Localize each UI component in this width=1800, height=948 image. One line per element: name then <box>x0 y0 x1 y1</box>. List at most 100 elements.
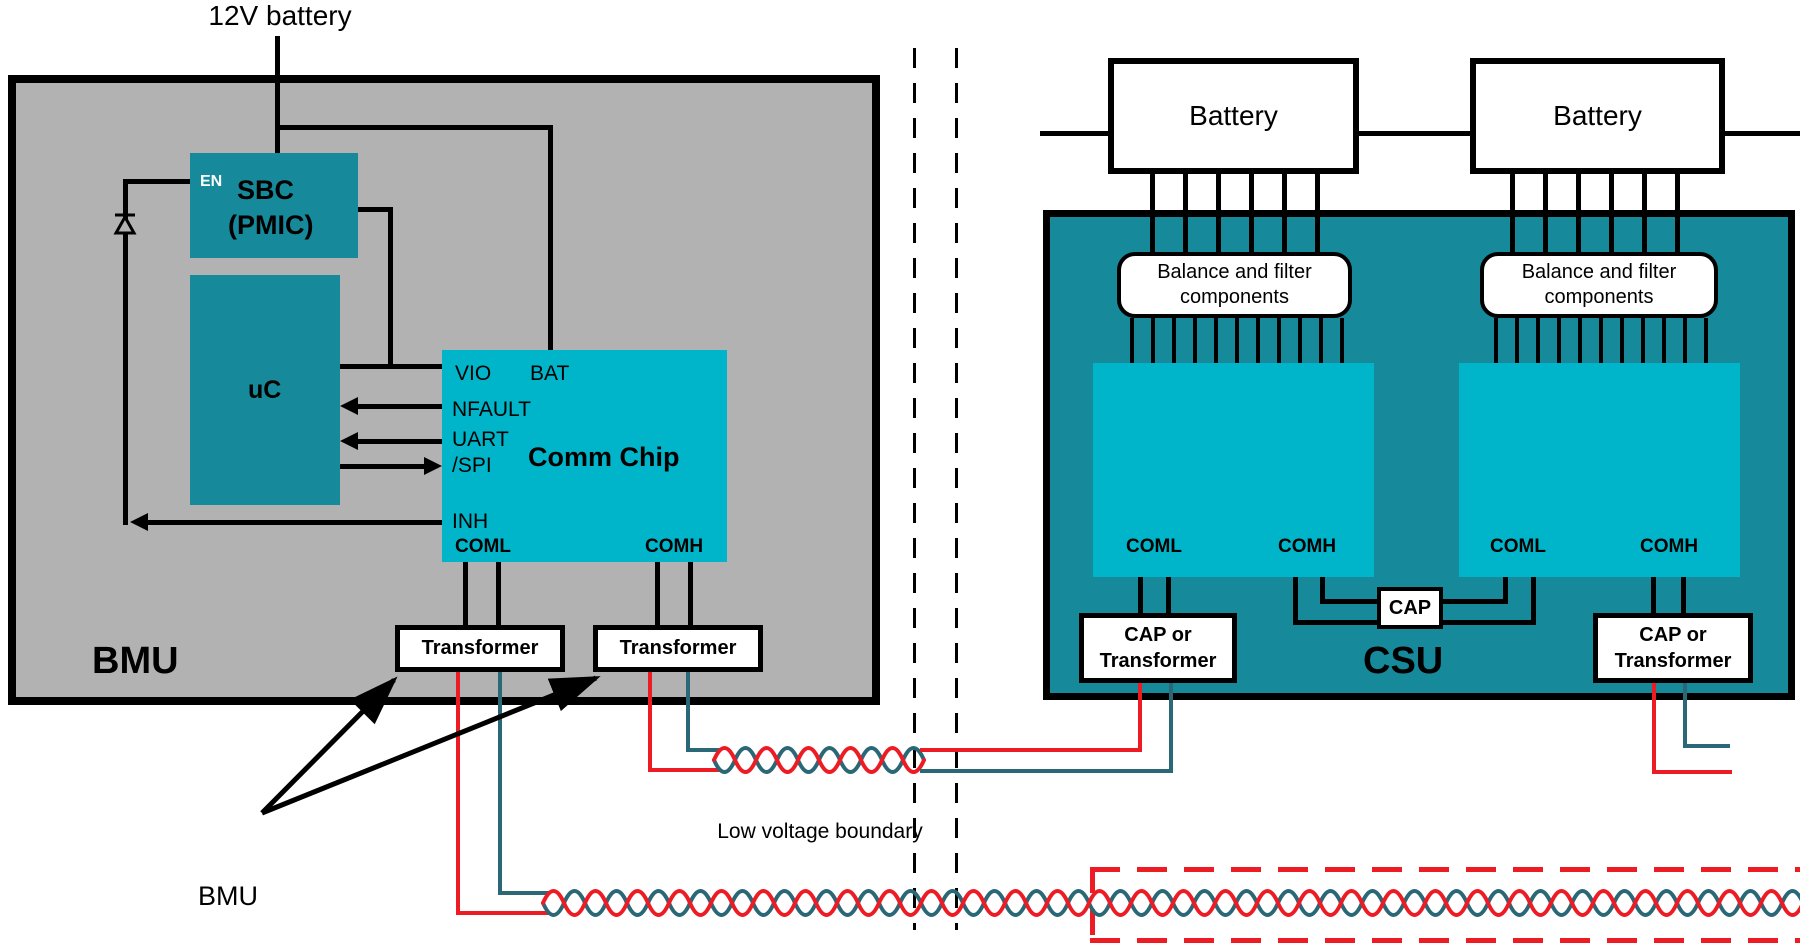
balance1-block: Balance and filter components <box>1117 252 1352 318</box>
chip1-comh-stub2 <box>1320 577 1325 604</box>
pin <box>1620 318 1624 365</box>
t2-teal-v <box>686 672 690 752</box>
cap-or-transformer1-block: CAP or Transformer <box>1079 613 1237 683</box>
balance1-line1: Balance and filter <box>1157 261 1312 283</box>
sbc-pmic-label: (PMIC) <box>228 210 314 240</box>
pin <box>1282 174 1287 254</box>
wire-bat-branch-h <box>275 125 553 130</box>
pin-bat: BAT <box>530 362 570 385</box>
diode-icon <box>113 213 137 235</box>
chip1-comh-label: COMH <box>1278 536 1337 557</box>
battery2-label: Battery <box>1553 100 1642 131</box>
pin-vio: VIO <box>455 362 492 385</box>
pin <box>1557 318 1561 365</box>
wire-bat-drop <box>548 125 553 351</box>
twisted-pair-lower <box>541 889 1800 917</box>
twisted-pair-upper <box>712 746 926 774</box>
uc-block <box>190 275 340 505</box>
comh-stub-2 <box>688 562 693 625</box>
spi-arrowhead <box>424 457 442 475</box>
wire-nfault <box>352 404 442 409</box>
pin-coml: COML <box>455 536 511 557</box>
csu1-teal-v <box>1169 683 1173 773</box>
pin <box>1641 318 1645 365</box>
t2-teal-h <box>686 748 720 752</box>
pin <box>1704 318 1708 365</box>
uc-label: uC <box>248 376 282 404</box>
csu1-teal-h <box>920 769 1173 773</box>
pin <box>1340 318 1344 365</box>
pin <box>1675 174 1680 254</box>
coml-stub-2 <box>496 562 501 625</box>
pin <box>1235 318 1239 365</box>
wire-vio-h <box>340 364 442 369</box>
pin <box>1494 318 1498 365</box>
pin <box>1683 318 1687 365</box>
comm-chip-block <box>442 350 727 562</box>
t1-teal-h <box>498 891 550 895</box>
chip2-comh-label: COMH <box>1640 536 1699 557</box>
pin <box>1543 174 1548 254</box>
transformer1-label: Transformer <box>421 637 539 659</box>
pin <box>1319 318 1323 365</box>
sbc-en-label: EN <box>200 173 223 190</box>
pin <box>1256 318 1260 365</box>
csu-title: CSU <box>1363 640 1444 682</box>
red-dashed-box-bottom <box>1090 938 1800 943</box>
capt1-line2: Transformer <box>1099 650 1217 672</box>
capt2-line1: CAP or <box>1639 624 1707 646</box>
pin <box>1216 174 1221 254</box>
chip2-coml-stub1 <box>1503 577 1508 604</box>
twisted-pair-wire <box>541 889 1800 917</box>
comh-stub-1 <box>655 562 660 625</box>
transformer1-block: Transformer <box>395 625 565 672</box>
sbc-block <box>190 153 358 258</box>
boundary-dashed-line-left <box>913 48 916 930</box>
sbc-label: SBC <box>237 175 295 205</box>
pin <box>1315 174 1320 254</box>
csu2-teal-v <box>1683 683 1687 748</box>
csu-chip1-block <box>1093 363 1374 577</box>
pin-spi: /SPI <box>452 454 492 477</box>
chip2-coml-stub2 <box>1531 577 1536 625</box>
chip2-coml-label: COML <box>1490 536 1546 557</box>
chip1-coml-label: COML <box>1126 536 1182 557</box>
red-dashed-box-top <box>1090 867 1800 872</box>
red-dashed-box-left <box>1090 867 1095 943</box>
wire-sbc-right-h <box>358 207 393 212</box>
csu2-red-h <box>1652 770 1732 774</box>
pin <box>1130 318 1134 365</box>
bmu-title: BMU <box>92 640 179 682</box>
uart-arrowhead <box>340 432 358 450</box>
t1-red-h <box>456 911 550 915</box>
csu2-red-v <box>1652 683 1656 774</box>
twisted-pair-wire <box>712 746 926 774</box>
comm-chip-label: Comm Chip <box>528 442 680 472</box>
cap-wire-left-lower <box>1293 620 1380 625</box>
wire-inh <box>146 520 442 525</box>
pin-uart: UART <box>452 428 509 451</box>
balance1-line2: components <box>1180 286 1289 308</box>
pin <box>1536 318 1540 365</box>
wire-spi <box>340 464 426 469</box>
wire-12v-drop <box>275 36 280 154</box>
pin <box>1150 174 1155 254</box>
pin <box>1578 318 1582 365</box>
battery2-block: Battery <box>1470 58 1725 174</box>
pin <box>1183 174 1188 254</box>
pin <box>1249 174 1254 254</box>
transformer2-block: Transformer <box>593 625 763 672</box>
csu-chip2-block <box>1459 363 1740 577</box>
capt1-line1: CAP or <box>1124 624 1192 646</box>
t1-red-v <box>456 672 460 915</box>
battery-bus-right <box>1723 131 1800 136</box>
t2-red-v <box>648 672 652 772</box>
battery1-label: Battery <box>1189 100 1278 131</box>
balance2-block: Balance and filter components <box>1480 252 1718 318</box>
chip1-coml-stub1 <box>1138 577 1143 617</box>
battery-bus-left <box>1040 131 1110 136</box>
inh-arrowhead <box>130 513 148 531</box>
pin <box>1172 318 1176 365</box>
low-voltage-boundary-label: Low voltage boundary <box>717 820 923 843</box>
cap-wire-right-upper <box>1440 599 1508 604</box>
